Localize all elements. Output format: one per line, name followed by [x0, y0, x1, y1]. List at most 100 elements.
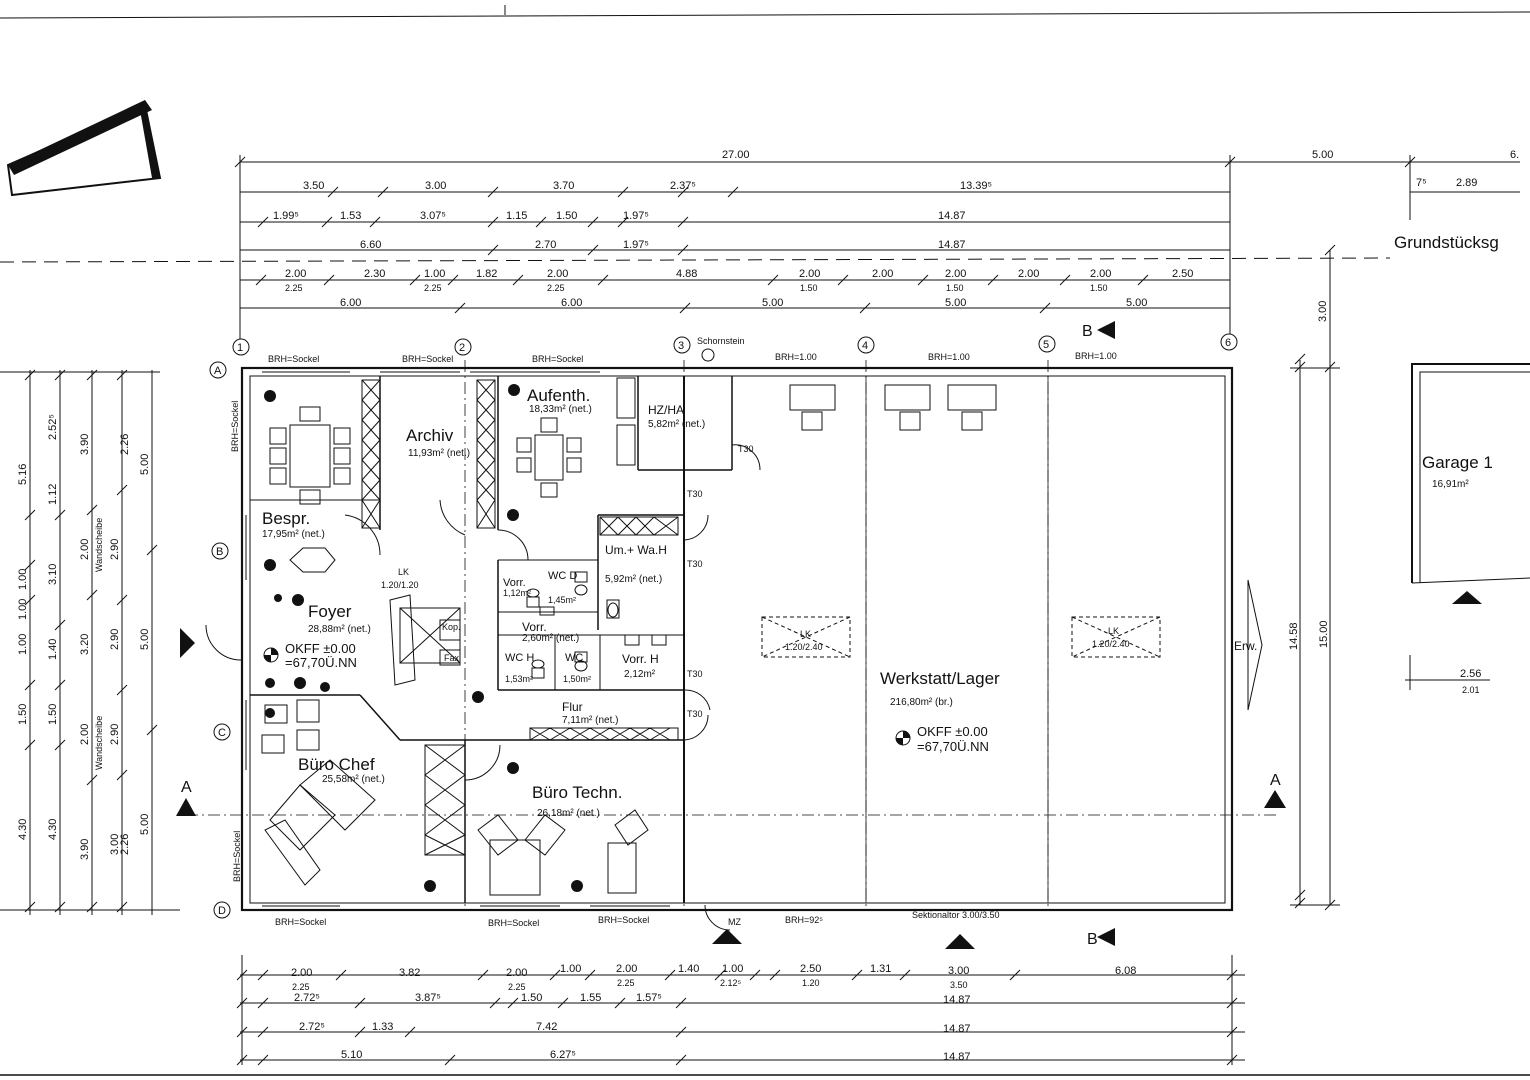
room-area: 5,92m² (net.): [605, 574, 662, 585]
section-label: B: [1082, 323, 1093, 340]
grid-col-label: 2: [459, 342, 465, 354]
extension-label: Erw.: [1234, 639, 1257, 653]
dim-bottom-r2: 3.87⁵: [415, 992, 441, 1004]
dim-garage-bottom: 2.56: [1460, 668, 1481, 680]
dim-top-r4: 2.00: [547, 268, 568, 280]
brh-label: BRH=Sockel: [532, 354, 583, 364]
room-name: Archiv: [406, 426, 454, 445]
dim-bottom-r1: 2.00: [291, 967, 312, 979]
dim-left: 5.16: [17, 464, 29, 485]
dim-left: 2.52⁵: [47, 414, 59, 440]
brh-label: BRH=Sockel: [402, 354, 453, 364]
dim-right: 3.00: [1317, 301, 1329, 322]
brh-label: BRH=1.00: [1075, 351, 1117, 361]
dim-bottom-r1: 1.00: [560, 963, 581, 975]
room-name: Vorr. H: [622, 652, 659, 666]
dim-top-r2: 1.15: [506, 210, 527, 222]
brh-label: BRH=Sockel: [598, 915, 649, 925]
room-area: 1,45m²: [548, 595, 576, 605]
dim-left: 5.00: [139, 814, 151, 835]
skylight-size: 1.20/2.40: [785, 642, 823, 652]
chimney-label: Schornstein: [697, 336, 745, 346]
dim-bottom-r1: 3.00: [948, 965, 969, 977]
dim-left: 5.00: [139, 454, 151, 475]
top-dimensions: [234, 155, 1520, 340]
grid-row-label: B: [216, 546, 223, 558]
room-area: 1,53m²: [505, 674, 533, 684]
brh-label: BRH=1.00: [928, 352, 970, 362]
dim-bottom-r4: 6.27⁵: [550, 1049, 576, 1061]
grid-row-label: A: [214, 365, 222, 377]
dim-left: 3.00: [109, 834, 121, 855]
dim-left: 2.90: [109, 629, 121, 650]
section-marker-icon: [176, 321, 1482, 949]
dim-top-r4: 2.00: [872, 268, 893, 280]
dim-left: 2.00: [79, 724, 91, 745]
extension-arrow-icon: [1247, 579, 1263, 711]
windows: [245, 371, 670, 907]
section-label: A: [1270, 772, 1281, 789]
dim-bottom-r2: 14.87: [943, 994, 971, 1006]
dim-total-width: 27.00: [722, 149, 750, 161]
dim-bottom-r1: 1.00: [722, 963, 743, 975]
dim-bottom-r1: 2.50: [800, 963, 821, 975]
wall-label: Wandscheibe: [94, 518, 104, 572]
grid-col-label: 6: [1225, 337, 1231, 349]
dim-top-r4: 2.00: [285, 268, 306, 280]
room-name: Büro Chef: [298, 755, 375, 774]
sheet-edge-line: [0, 11, 1530, 19]
dim-top-r2: 1.53: [340, 210, 361, 222]
dim-left: 2.26: [119, 834, 131, 855]
brh-label: BRH=Sockel: [275, 917, 326, 927]
dim-top-r5: 6.00: [561, 297, 582, 309]
room-name: Um.+ Wa.H: [605, 543, 667, 557]
dim-left: 1.50: [47, 704, 59, 725]
fax-label: Fax: [444, 653, 460, 663]
room-area: 7,11m² (net.): [562, 715, 619, 726]
dim-left: 2.90: [109, 539, 121, 560]
dim-top-r2: 1.99⁵: [273, 210, 299, 222]
dim-top-r3: 2.70: [535, 239, 556, 251]
chimney-icon: [701, 348, 715, 362]
dim-top-r4: 2.50: [1172, 268, 1193, 280]
dim-left: 1.40: [47, 639, 59, 660]
room-area: 16,91m²: [1432, 479, 1469, 490]
dim-left: 4.30: [17, 819, 29, 840]
door-label: Sektionaltor 3.00/3.50: [912, 910, 1000, 920]
left-dimensions: [0, 369, 180, 915]
dim-top-r4b: 1.50: [1090, 283, 1108, 293]
dim-top-r3: 14.87: [938, 239, 966, 251]
dim-top-r4: 2.00: [799, 268, 820, 280]
sanitary-fixtures: [526, 571, 667, 679]
dim-left: 1.00: [17, 599, 29, 620]
dim-right: 14.58: [1288, 622, 1300, 650]
fire-door-label: T30: [738, 444, 754, 454]
dim-right-total-b: 6.: [1510, 149, 1519, 161]
dim-top-r2: 1.97⁵: [623, 210, 649, 222]
level-marker-icon: [263, 647, 279, 663]
room-name: Büro Techn.: [532, 783, 622, 802]
bottom-dimensions: [0, 955, 1530, 1076]
property-line-label: Grundstücksg: [1394, 233, 1499, 252]
dim-bottom-r1b: 2.25: [292, 982, 310, 992]
grid-row-label: D: [218, 905, 226, 917]
fire-door-label: T30: [687, 669, 703, 679]
dim-top-r4: 1.00: [424, 268, 445, 280]
dim-bottom-r3: 2.72⁵: [299, 1021, 325, 1033]
room-name: Bespr.: [262, 509, 310, 528]
dim-top-r4: 1.82: [476, 268, 497, 280]
dim-top-r4b: 1.50: [800, 283, 818, 293]
room-area: 1,50m²: [563, 674, 591, 684]
dim-bottom-r3: 7.42: [536, 1021, 557, 1033]
mz-label: MZ: [728, 917, 741, 927]
dim-bottom-r1b: 1.20: [802, 978, 820, 988]
dim-bottom-r2: 1.57⁵: [636, 992, 662, 1004]
dim-top-r5: 5.00: [1126, 297, 1147, 309]
fire-door-label: T30: [687, 489, 703, 499]
skylights: [761, 616, 1161, 658]
room-name: Vorr.: [522, 620, 547, 634]
grid-col-label: 1: [237, 342, 243, 354]
dim-left: 2.26: [119, 434, 131, 455]
dim-bottom-r1b: 2.25: [508, 982, 526, 992]
dim-left: 1.00: [17, 569, 29, 590]
